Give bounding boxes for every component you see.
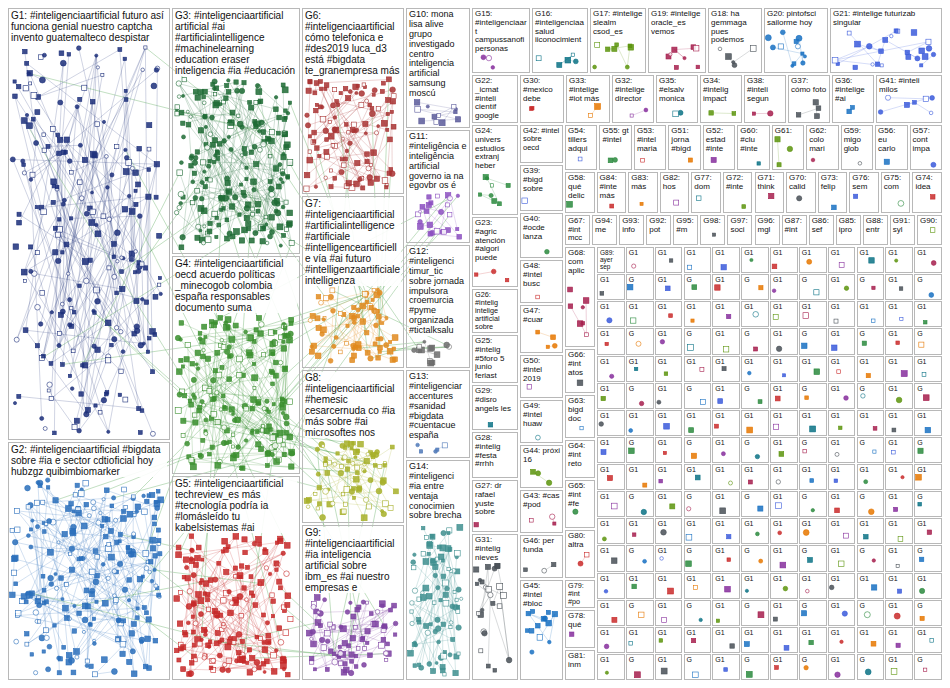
- network-canvas: G1: #inteligenciaartificial futuro así f…: [0, 0, 950, 688]
